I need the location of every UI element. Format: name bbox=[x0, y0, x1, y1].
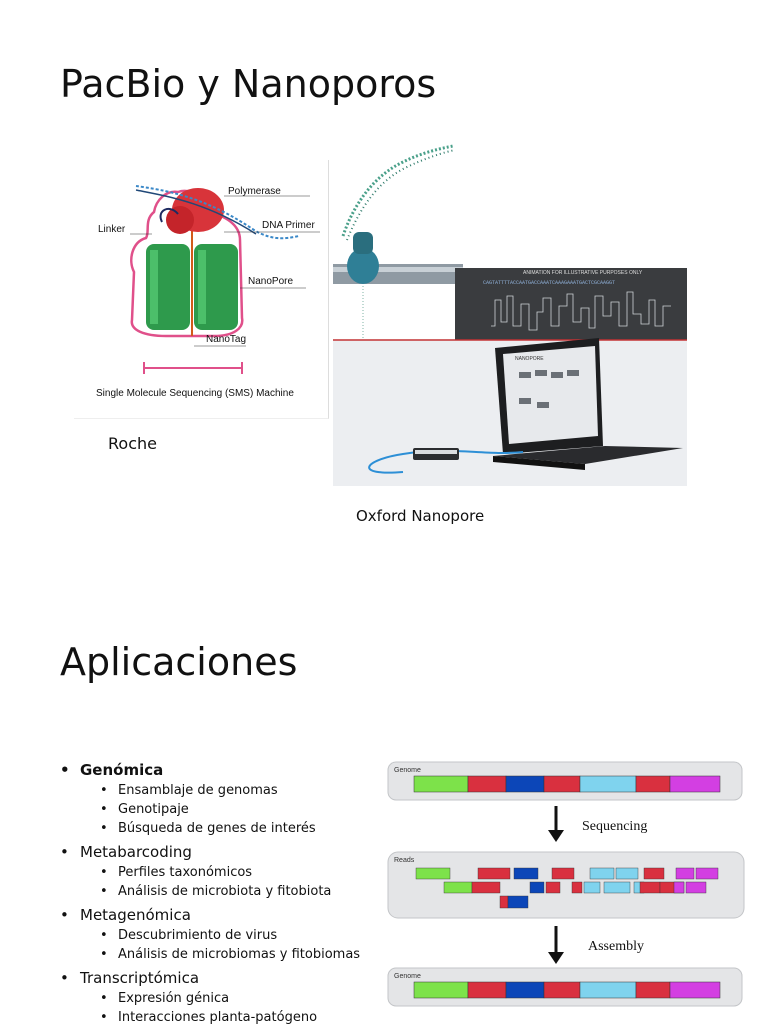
list-item: Búsqueda de genes de interés bbox=[60, 819, 380, 838]
genome-assembly-diagram: Genome Sequencing Reads bbox=[384, 748, 758, 1024]
slide-pacbio-nanoporos: PacBio y Nanoporos bbox=[60, 62, 687, 525]
list-item: Expresión génica bbox=[60, 989, 380, 1008]
list-item: Descubrimiento de virus bbox=[60, 926, 380, 945]
roche-diagram-graphic: Polymerase Linker DNA Primer NanoPore Na… bbox=[96, 185, 320, 399]
assembly-label: Assembly bbox=[588, 939, 644, 954]
slide-title: PacBio y Nanoporos bbox=[60, 62, 437, 106]
slide-aplicaciones: Aplicaciones Genómica Ensamblaje de geno… bbox=[0, 600, 768, 1027]
nanopore-label: NanoPore bbox=[248, 276, 293, 287]
roche-diagram: Polymerase Linker DNA Primer NanoPore Na… bbox=[74, 160, 329, 419]
list-item: Interacciones planta-patógeno bbox=[60, 1008, 380, 1027]
polymerase-label: Polymerase bbox=[228, 186, 281, 197]
list-item: Análisis de microbiota y fitobiota bbox=[60, 882, 380, 901]
laptop-brand: NANOPORE bbox=[515, 356, 544, 362]
oxford-nanopore-graphic: ANIMATION FOR ILLUSTRATIVE PURPOSES ONLY… bbox=[333, 136, 687, 486]
genome-label-top: Genome bbox=[394, 767, 421, 774]
list-item: Genotipaje bbox=[60, 800, 380, 819]
linker-label: Linker bbox=[98, 224, 126, 235]
sms-machine-label: Single Molecule Sequencing (SMS) Machine bbox=[96, 388, 294, 399]
dna-primer-label: DNA Primer bbox=[262, 220, 315, 231]
sequencing-label: Sequencing bbox=[582, 819, 647, 834]
panel-title: ANIMATION FOR ILLUSTRATIVE PURPOSES ONLY bbox=[523, 270, 643, 276]
list-item: Ensamblaje de genomas bbox=[60, 781, 380, 800]
section-heading: Metagenómica bbox=[60, 905, 380, 926]
section-heading: Genómica bbox=[60, 760, 380, 781]
oxford-nanopore-image: ANIMATION FOR ILLUSTRATIVE PURPOSES ONLY… bbox=[333, 136, 687, 486]
genome-bar-bottom bbox=[413, 981, 721, 999]
applications-list: Genómica Ensamblaje de genomas Genotipaj… bbox=[60, 760, 380, 1027]
section-heading: Transcriptómica bbox=[60, 968, 380, 989]
oxford-caption: Oxford Nanopore bbox=[356, 507, 485, 525]
roche-caption: Roche bbox=[108, 434, 157, 453]
list-item: Perfiles taxonómicos bbox=[60, 863, 380, 882]
genome-bar-top bbox=[413, 775, 721, 793]
genome-assembly-graphic: Genome Sequencing Reads bbox=[387, 761, 745, 1007]
reads-fragments bbox=[415, 867, 719, 909]
genome-label-bottom: Genome bbox=[394, 973, 421, 980]
list-item: Análisis de microbiomas y fitobiomas bbox=[60, 945, 380, 964]
section-heading: Metabarcoding bbox=[60, 842, 380, 863]
slide-title: Aplicaciones bbox=[60, 640, 298, 684]
panel-sequence: CAGTATTTTACCAATGACCAAATCAAAGAAATGACTCGCA… bbox=[483, 280, 615, 286]
nanotag-label: NanoTag bbox=[206, 334, 246, 345]
reads-label: Reads bbox=[394, 857, 415, 864]
